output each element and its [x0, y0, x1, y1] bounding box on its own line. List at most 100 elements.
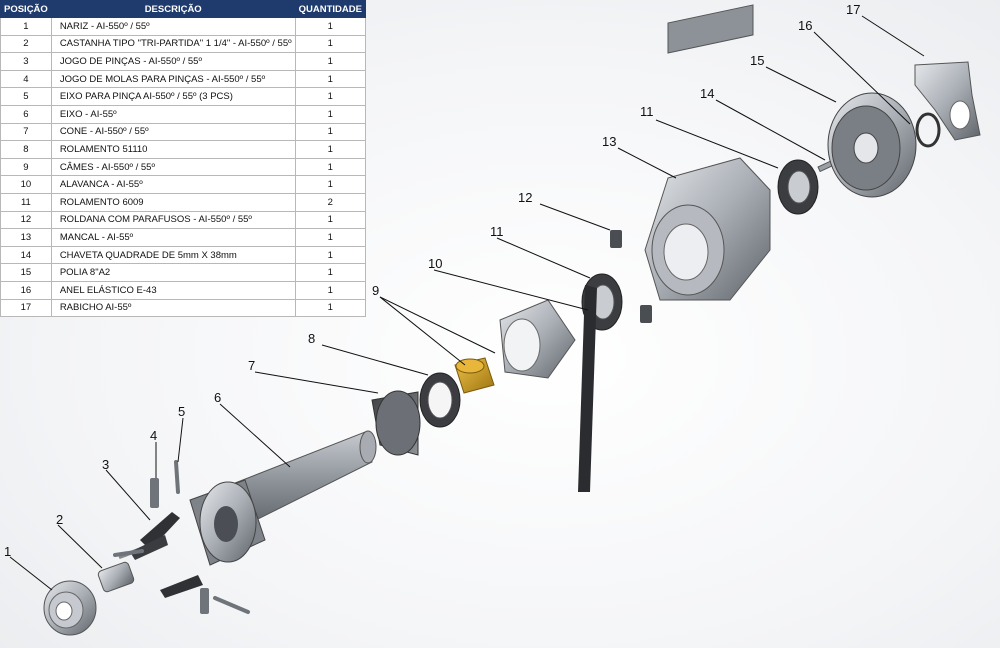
- cell-position: 1: [0, 17, 52, 36]
- cell-position: 16: [0, 280, 52, 300]
- cell-description: CONE - AI-550º / 55º: [50, 122, 296, 142]
- callout-11a: 11: [490, 224, 504, 239]
- cell-position: 15: [0, 263, 52, 282]
- cell-position: 8: [0, 140, 52, 159]
- cell-quantity: 1: [294, 298, 367, 318]
- cell-position: 11: [0, 192, 52, 212]
- part-1-nose: [43, 580, 97, 636]
- cell-quantity: 1: [294, 17, 367, 36]
- cell-description: JOGO DE PINÇAS - AI-550º / 55º: [50, 52, 296, 71]
- cell-description: EIXO - AI-55º: [50, 104, 296, 124]
- callout-7: 7: [248, 358, 255, 373]
- cell-position: 17: [0, 298, 52, 318]
- cell-quantity: 1: [294, 263, 367, 282]
- callout-3: 3: [102, 457, 109, 472]
- leader-lines: [9, 15, 925, 591]
- cell-quantity: 1: [294, 175, 367, 194]
- cell-description: ANEL ELÁSTICO E-43: [50, 280, 296, 300]
- callout-13: 13: [602, 134, 616, 149]
- cell-quantity: 1: [294, 140, 367, 159]
- cell-position: 2: [0, 34, 52, 54]
- callout-10: 10: [428, 256, 442, 271]
- part-6-shaft: [189, 430, 377, 566]
- callout-1: 1: [4, 544, 11, 559]
- cell-description: ROLDANA COM PARAFUSOS - AI-550º / 55º: [50, 210, 296, 230]
- cell-description: CHAVETA QUADRADE DE 5mm X 38mm: [50, 245, 296, 265]
- part-8-bearing: [419, 372, 461, 428]
- cell-description: MANCAL - AI-55º: [50, 228, 296, 247]
- part-3-collets: [130, 512, 203, 598]
- part-16-snap-ring: [915, 112, 941, 148]
- cell-quantity: 1: [294, 52, 367, 71]
- cell-description: JOGO DE MOLAS PARA PINÇAS - AI-550º / 55…: [50, 69, 296, 89]
- cell-quantity: 1: [294, 228, 367, 247]
- header-quantity: QUANTIDADE: [294, 0, 367, 18]
- cell-description: ALAVANCA - AI-55º: [50, 175, 296, 194]
- cell-position: 14: [0, 245, 52, 265]
- part-5-pins: [113, 460, 250, 614]
- cell-quantity: 1: [294, 210, 367, 230]
- callout-11b: 11: [640, 104, 654, 119]
- callout-9: 9: [372, 283, 379, 298]
- cell-quantity: 1: [294, 34, 367, 54]
- cell-description: POLIA 8"A2: [50, 263, 296, 282]
- cell-quantity: 1: [294, 280, 367, 300]
- table-header-row: POSIÇÃO DESCRIÇÃO QUANTIDADE: [0, 0, 367, 18]
- cell-position: 6: [0, 104, 52, 124]
- cell-position: 12: [0, 210, 52, 230]
- cell-position: 3: [0, 52, 52, 71]
- cell-position: 10: [0, 175, 52, 194]
- cell-position: 4: [0, 69, 52, 89]
- callout-2: 2: [56, 512, 63, 527]
- part-11-bearing-b: [777, 159, 819, 215]
- cell-quantity: 1: [294, 245, 367, 265]
- cell-description: EIXO PARA PINÇA AI-550º / 55º (3 PCS): [50, 87, 296, 106]
- cell-description: ROLAMENTO 51110: [50, 140, 296, 159]
- part-10-lever-housing: [499, 299, 576, 379]
- part-10-lever-arm: [578, 285, 597, 492]
- cell-description: CÂMES - AI-550º / 55º: [50, 157, 296, 177]
- callout-15: 15: [750, 53, 764, 68]
- callout-17: 17: [846, 2, 860, 17]
- part-12-pulley-screws: [610, 230, 652, 323]
- callout-labels: 1 2 3 4 5 6 7 8 9 10 11 11 12 13 14 15 1…: [4, 2, 860, 559]
- header-description: DESCRIÇÃO: [50, 0, 296, 18]
- callout-16: 16: [798, 18, 812, 33]
- cell-position: 5: [0, 87, 52, 106]
- callout-14: 14: [700, 86, 714, 101]
- cell-quantity: 1: [294, 104, 367, 124]
- cell-description: RABICHO AI-55º: [50, 298, 296, 318]
- callout-8: 8: [308, 331, 315, 346]
- part-13-bearing-housing: [644, 4, 771, 301]
- cell-position: 9: [0, 157, 52, 177]
- callout-6: 6: [214, 390, 221, 405]
- cell-description: CASTANHA TIPO "TRI-PARTIDA" 1 1/4" - AI-…: [50, 34, 296, 54]
- cell-quantity: 1: [294, 69, 367, 89]
- part-17-tail: [914, 61, 981, 141]
- cell-description: NARIZ - AI-550º / 55º: [50, 17, 296, 36]
- callout-5: 5: [178, 404, 185, 419]
- part-15-pulley: [827, 92, 917, 198]
- cell-position: 7: [0, 122, 52, 142]
- cell-description: ROLAMENTO 6009: [50, 192, 296, 212]
- cell-quantity: 2: [294, 192, 367, 212]
- callout-4: 4: [150, 428, 157, 443]
- part-9-cam-bushing: [454, 357, 495, 394]
